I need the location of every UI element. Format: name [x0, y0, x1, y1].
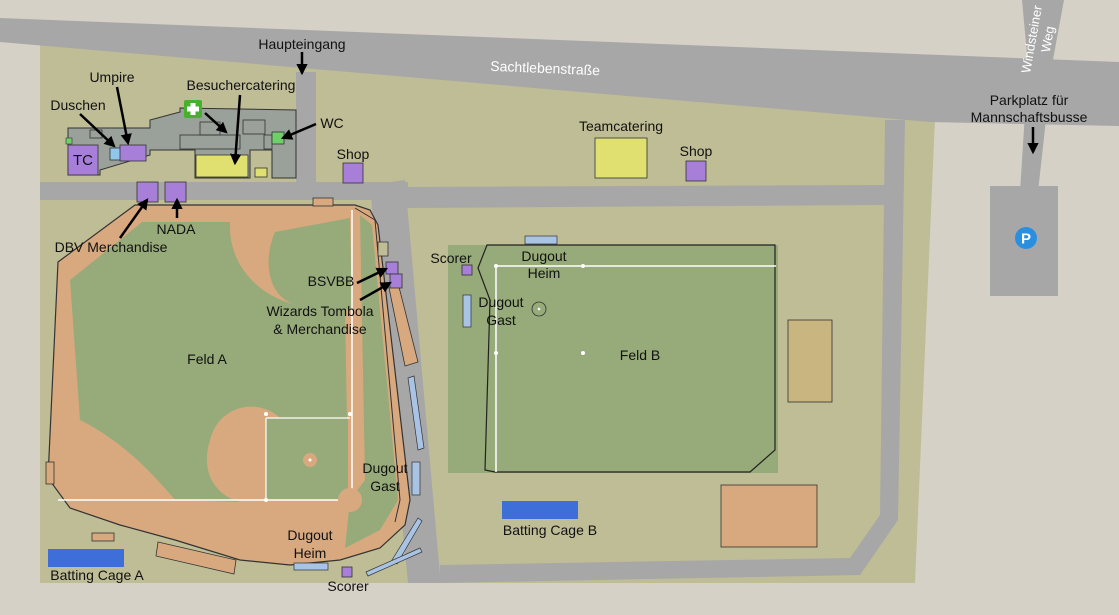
label-dugout-gast-b-line1: Dugout — [478, 294, 523, 310]
street-label-sachtlebenstrasse: Sachtlebenstraße — [490, 58, 601, 79]
arrow-wizards — [359, 281, 392, 302]
upper-path — [40, 182, 408, 200]
parking-icon: P — [1015, 227, 1037, 249]
label-feld-a: Feld A — [187, 351, 227, 367]
scorer-b-booth — [461, 264, 473, 276]
label-nada: NADA — [157, 221, 197, 237]
batting-cage-a — [48, 549, 124, 567]
entrance-road — [296, 72, 316, 200]
label-duschen: Duschen — [50, 97, 105, 113]
label-shop-left: Shop — [337, 146, 370, 162]
feld-a — [47, 204, 411, 566]
shop-right-booth — [685, 160, 707, 182]
feld-b-bottom-area — [720, 484, 818, 548]
wizards-booth — [389, 273, 403, 289]
feld-b-right-stand — [787, 319, 833, 403]
label-dugout-heim-b-line2: Heim — [528, 265, 561, 281]
feld-a-bleacher-3 — [365, 547, 423, 577]
arrow-besuchercatering-1 — [204, 112, 228, 134]
label-batting-cage-b: Batting Cage B — [503, 522, 597, 538]
arrow-bsvbb — [356, 267, 389, 285]
label-parkplatz-line2: Mannschaftsbusse — [971, 109, 1088, 125]
label-wizards-line1: Wizards Tombola — [266, 303, 373, 319]
shop-left-booth — [342, 162, 364, 184]
arrow-besuchercatering-2 — [230, 94, 242, 166]
label-dugout-gast-a-line1: Dugout — [362, 460, 407, 476]
label-scorer-a: Scorer — [327, 578, 369, 594]
arrow-umpire — [115, 86, 132, 146]
dugout-gast-b — [462, 294, 472, 328]
label-besuchercatering: Besuchercatering — [187, 77, 296, 93]
label-umpire: Umpire — [89, 69, 134, 85]
arrow-wc — [280, 122, 317, 140]
street-label-windsteiner-line2: Weg — [1038, 25, 1057, 54]
label-parkplatz-line1: Parkplatz für — [990, 92, 1069, 108]
label-tc: TC — [73, 152, 93, 169]
first-aid-cross-icon — [184, 100, 202, 118]
arrow-dbv — [118, 198, 149, 239]
label-haupteingang: Haupteingang — [258, 36, 345, 52]
label-dugout-heim-a-line1: Dugout — [287, 527, 332, 543]
feld-a-left-stand — [45, 461, 55, 485]
feld-b — [448, 244, 778, 473]
label-dbv-merchandise: DBV Merchandise — [55, 239, 168, 255]
tc-room — [67, 144, 99, 176]
batting-cage-b — [502, 501, 578, 519]
dbv-merchandise-booth — [136, 181, 159, 203]
sachtlebenstrasse-road — [0, 18, 1119, 126]
label-wizards-line2: & Merchandise — [273, 321, 367, 337]
label-dugout-gast-b-line2: Gast — [486, 312, 516, 328]
feld-a-top-box — [312, 197, 334, 207]
dugout-heim-b — [524, 235, 558, 245]
label-scorer-b: Scorer — [430, 250, 472, 266]
label-dugout-heim-a-line2: Heim — [294, 545, 327, 561]
label-teamcatering: Teamcatering — [579, 118, 663, 134]
feld-a-bleacher-1 — [407, 375, 425, 451]
path-to-field-b — [400, 185, 885, 208]
roads — [0, 0, 1119, 583]
arrow-duschen — [79, 113, 116, 148]
besuchercatering-booth — [195, 154, 249, 178]
feld-a-tiny-box — [377, 241, 389, 257]
dugout-gast-a — [411, 461, 421, 496]
label-bsvbb: BSVBB — [308, 273, 355, 289]
label-dugout-heim-b-line1: Dugout — [521, 248, 566, 264]
central-path — [370, 180, 442, 583]
nada-booth — [164, 181, 187, 203]
teamcatering-booth — [594, 137, 648, 179]
label-wc: WC — [320, 115, 343, 131]
bsvbb-booth — [385, 261, 399, 275]
label-feld-b: Feld B — [620, 347, 660, 363]
feld-a-left-box — [91, 532, 115, 542]
scorer-a-booth — [341, 566, 353, 578]
dugout-heim-a — [293, 562, 329, 571]
label-dugout-gast-a-line2: Gast — [370, 478, 400, 494]
umpire-room — [119, 144, 147, 162]
label-shop-right: Shop — [680, 143, 713, 159]
parking-icon-letter: P — [1021, 231, 1031, 248]
label-batting-cage-a: Batting Cage A — [50, 567, 144, 583]
feld-a-bottom-stand — [155, 541, 237, 575]
arrow-icons — [79, 52, 1039, 302]
